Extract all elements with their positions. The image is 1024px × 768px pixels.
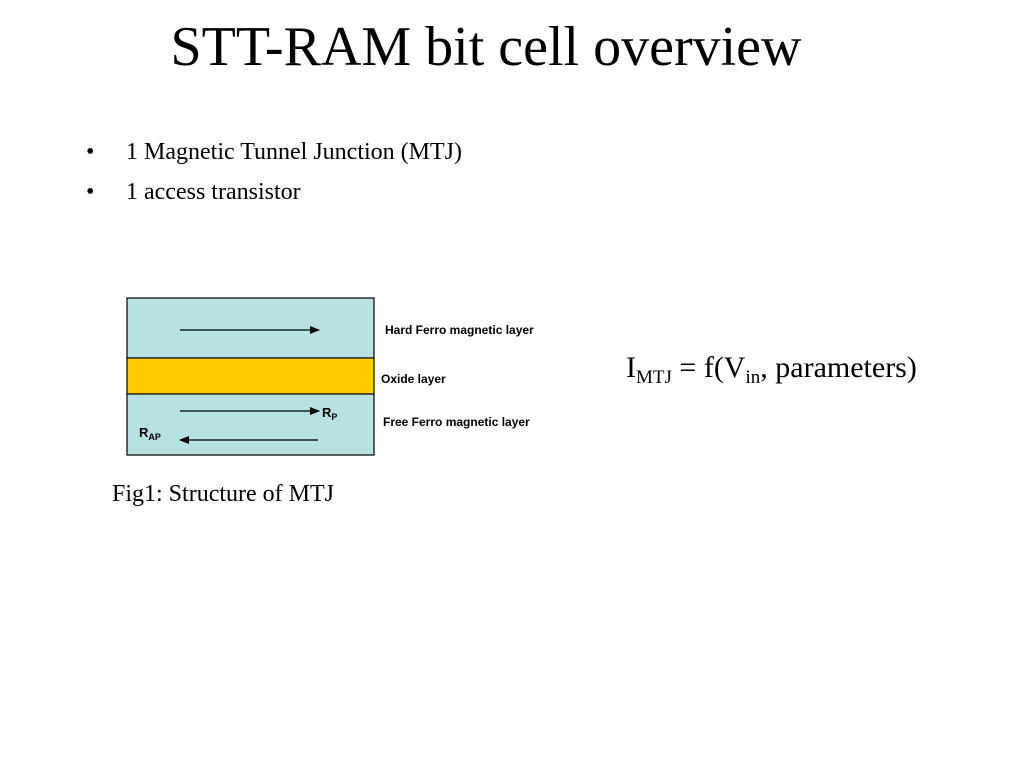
formula-rest: , parameters) — [760, 351, 917, 384]
oxide-layer-label: Oxide layer — [381, 372, 446, 386]
bullet-marker: • — [86, 179, 95, 205]
formula-v-sub: in — [745, 367, 761, 388]
bullet-list: • 1 Magnetic Tunnel Junction (MTJ) • 1 a… — [86, 136, 462, 216]
bullet-text: 1 access transistor — [126, 179, 301, 205]
free-ferro-layer — [126, 393, 375, 456]
rp-label: RP — [322, 405, 337, 422]
slide-title: STT-RAM bit cell overview — [170, 16, 802, 78]
free-ferro-layer-label: Free Ferro magnetic layer — [383, 415, 530, 429]
rap-label: RAP — [139, 425, 161, 442]
formula-i: I — [626, 351, 636, 384]
formula-eq: = f(V — [671, 351, 746, 384]
bullet-marker: • — [86, 139, 95, 165]
rap-sub: AP — [148, 432, 161, 442]
hard-ferro-layer-label: Hard Ferro magnetic layer — [385, 323, 534, 337]
rap-main: R — [139, 425, 149, 440]
figure-caption: Fig1: Structure of MTJ — [112, 481, 334, 507]
oxide-layer — [126, 357, 375, 395]
bullet-item: • 1 access transistor — [86, 176, 462, 216]
rp-sub: P — [331, 412, 337, 422]
bullet-text: 1 Magnetic Tunnel Junction (MTJ) — [126, 139, 462, 165]
formula-i-sub: MTJ — [636, 367, 672, 388]
mtj-current-formula: IMTJ = f(Vin, parameters) — [626, 348, 917, 388]
hard-ferro-layer — [126, 297, 375, 359]
rp-main: R — [322, 405, 332, 420]
bullet-item: • 1 Magnetic Tunnel Junction (MTJ) — [86, 136, 462, 176]
